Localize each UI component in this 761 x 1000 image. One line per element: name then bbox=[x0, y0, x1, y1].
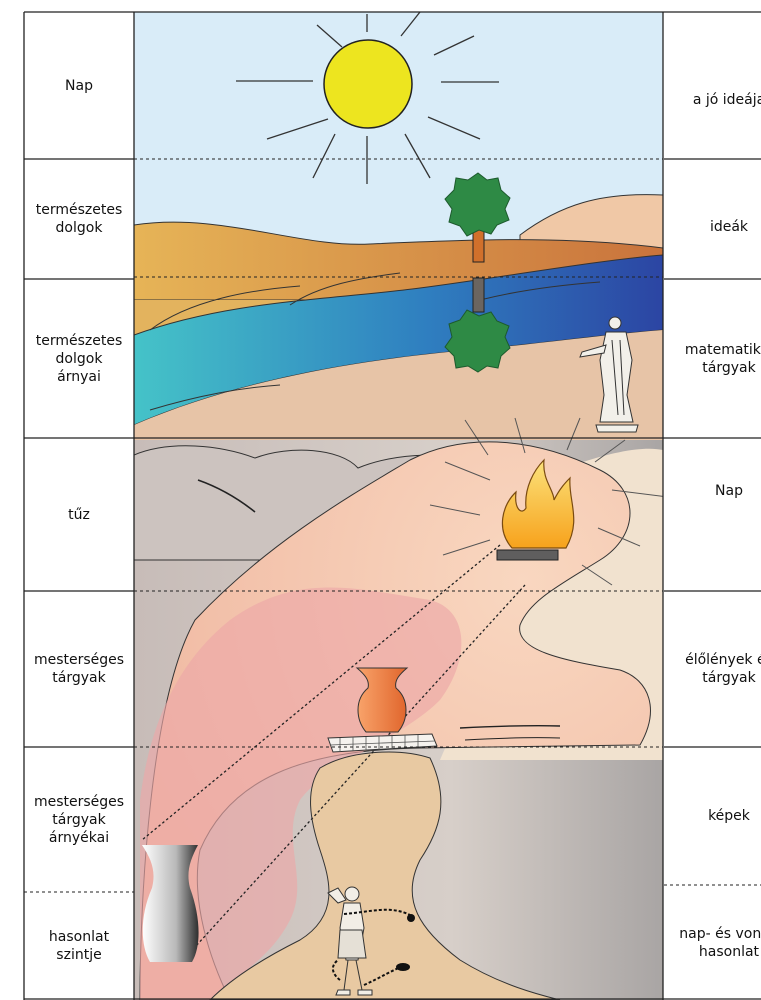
left-label-level: hasonlat szintje bbox=[24, 892, 134, 999]
tree-trunk bbox=[473, 230, 484, 262]
left-label-fire: tűz bbox=[24, 438, 134, 591]
left-label-sun: Nap bbox=[24, 12, 134, 159]
right-label-sun: Nap bbox=[664, 438, 761, 543]
right-label-ideas: ideák bbox=[664, 159, 761, 294]
fire-base bbox=[497, 550, 558, 560]
chain-ball bbox=[396, 963, 410, 971]
left-label-natural-things: természetes dolgok bbox=[24, 159, 134, 279]
tree-reflection-trunk bbox=[473, 278, 484, 312]
sun bbox=[324, 40, 412, 128]
right-label-living-things: élőlények és tárgyak bbox=[664, 591, 761, 747]
right-label-analogy: nap- és vonal- hasonlat bbox=[664, 885, 761, 1000]
left-label-artifacts: mesterséges tárgyak bbox=[24, 591, 134, 747]
chain-anchor bbox=[407, 914, 415, 922]
left-label-artifact-shadows: mesterséges tárgyak árnyékai bbox=[24, 747, 134, 892]
left-label-natural-shadows: természetes dolgok árnyai bbox=[24, 279, 134, 438]
right-label-images: képek bbox=[664, 747, 761, 885]
right-label-math-objects: matematikai tárgyak bbox=[664, 279, 761, 438]
scene bbox=[134, 12, 668, 1000]
